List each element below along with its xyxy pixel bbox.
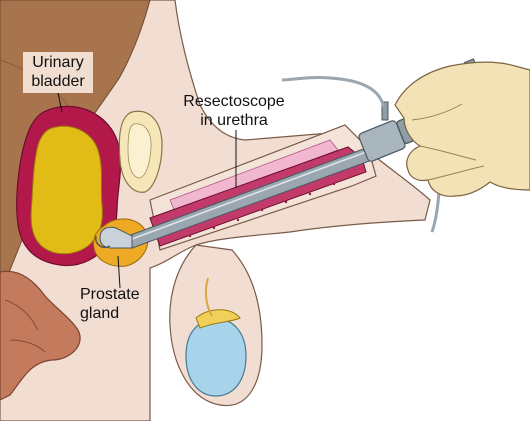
rectum-fold <box>4 299 46 353</box>
urinary-bladder-label-line2: bladder <box>31 73 85 90</box>
prostate-gland-label: Prostate gland <box>80 285 156 323</box>
scope-cable <box>281 75 386 109</box>
rectum <box>0 270 81 401</box>
spermatic-cord <box>204 277 213 317</box>
corpus-cavernosum <box>169 139 339 213</box>
resectoscope-label-line1: Resectoscope <box>183 93 285 110</box>
cutting-loop <box>94 235 111 248</box>
resectoscope-highlight <box>131 151 367 240</box>
leader-bladder <box>57 92 63 113</box>
leader-prostate <box>117 255 121 289</box>
hand-finger-lines <box>411 103 485 181</box>
pubic-bone-inner <box>127 123 152 179</box>
bladder-lumen <box>30 125 103 255</box>
prostate-gland-label-line1: Prostate <box>80 286 140 303</box>
resectoscope-label-line2: in urethra <box>200 112 268 129</box>
resectoscope-tip <box>99 226 133 249</box>
testis <box>185 318 247 397</box>
prostate-gland-label-line2: gland <box>80 305 120 322</box>
resectoscope-label: Resectoscope in urethra <box>168 92 300 130</box>
hand <box>394 61 530 197</box>
urinary-bladder-label: Urinary bladder <box>23 52 93 93</box>
urinary-bladder-label-line1: Urinary <box>32 54 84 71</box>
